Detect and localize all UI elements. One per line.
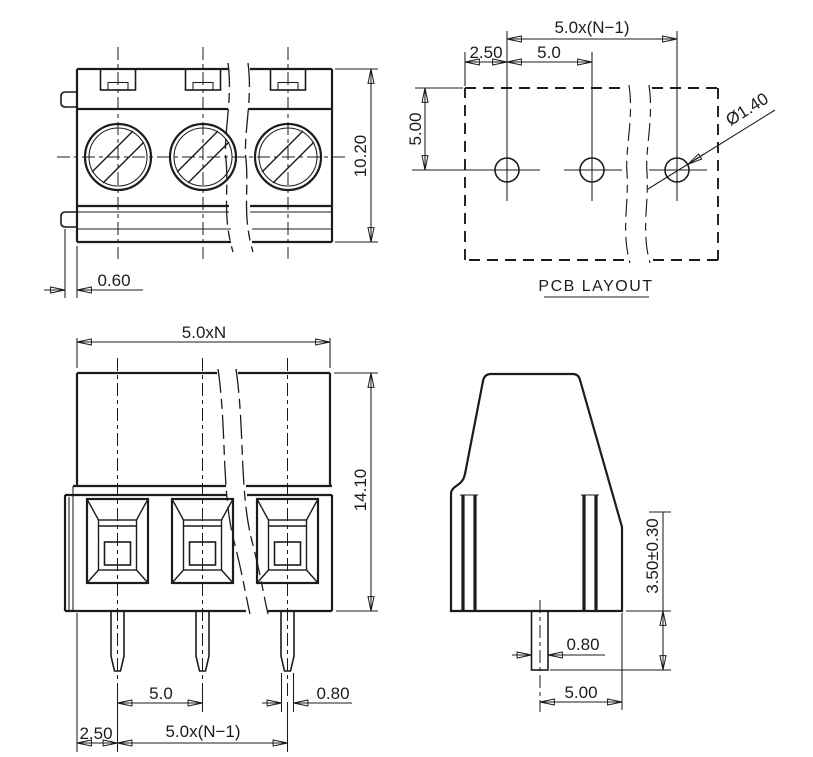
side-view: 0.80 3.50±0.30 5.00: [449, 372, 671, 712]
dim-pin-length: 3.50±0.30: [643, 518, 662, 594]
pcb-layout-title: PCB LAYOUT: [538, 278, 653, 295]
dim-edge-to-pin: 2.50: [79, 724, 112, 743]
dim-pin-pitch: 5.0: [149, 684, 173, 703]
top-view: 10.20 0.60: [44, 47, 378, 298]
side-body-outline: [449, 372, 624, 613]
break-line: [217, 368, 251, 615]
pcb-layout-view: 5.0x(N−1) 2.50 5.0 5.00 Ø1.40 PCB LAYOUT: [406, 18, 776, 298]
dim-pin-span: 5.0x(N−1): [165, 722, 240, 741]
dim-hole-span: 5.0x(N−1): [554, 18, 629, 37]
dim-hole-pitch: 5.0: [537, 43, 561, 62]
front-view: 5.0xN 14.10 5.0 0.80 2.50 5.0x(N−1): [63, 323, 378, 752]
break-line: [625, 84, 632, 264]
dim-flange-offset: 0.60: [97, 271, 130, 290]
break-line: [244, 62, 254, 253]
side-flange: [60, 211, 77, 228]
break-line: [235, 368, 269, 615]
break-line: [645, 84, 652, 264]
dim-body-height: 14.10: [351, 469, 370, 512]
dim-total-width: 5.0xN: [182, 323, 226, 342]
dim-pin-width: 0.80: [566, 635, 599, 654]
dim-row-offset: 5.00: [406, 112, 425, 145]
side-flange: [60, 91, 77, 108]
break-line: [224, 62, 234, 253]
dim-hole-diameter: Ø1.40: [722, 89, 771, 130]
dim-edge-to-hole: 2.50: [469, 43, 502, 62]
contact-slot: [460, 494, 599, 610]
dim-pitch-depth: 5.00: [564, 683, 597, 702]
dim-pin-width: 0.80: [316, 684, 349, 703]
dim-body-height: 10.20: [351, 135, 370, 178]
